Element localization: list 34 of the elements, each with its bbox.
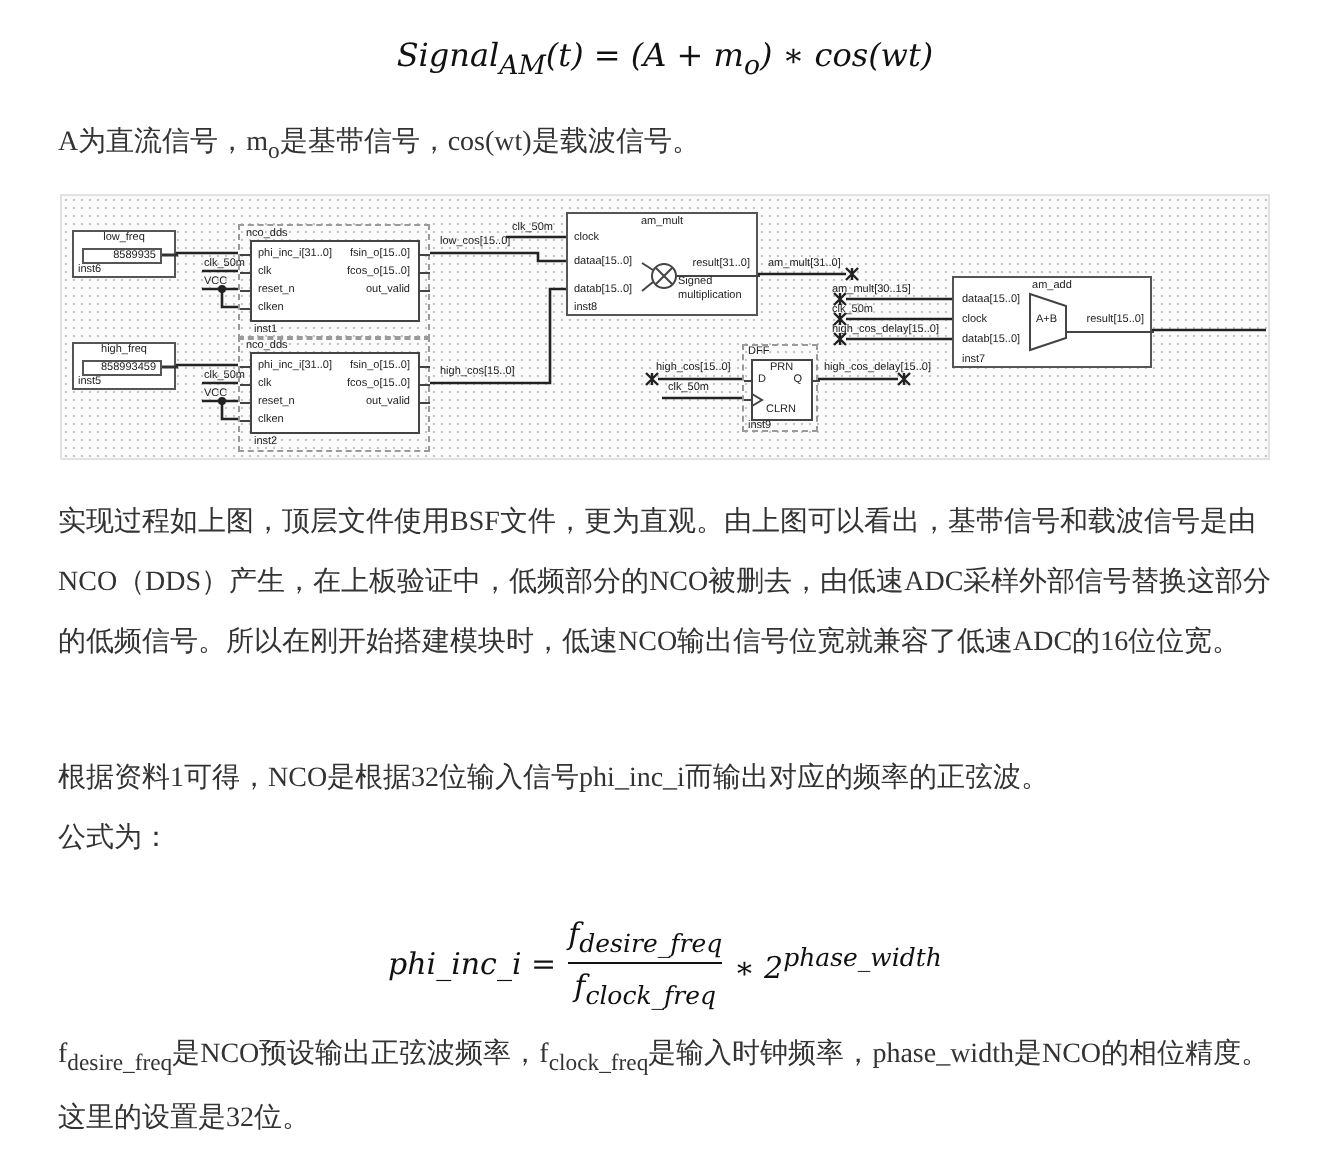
flip-flop-block [742, 344, 818, 432]
formula: phi_inc_i = [388, 945, 557, 981]
paragraph: 公式为： [58, 821, 172, 858]
wire [1152, 328, 1266, 332]
paragraph: 实现过程如上图，顶层文件使用BSF文件，更为直观。由上图可以看出，基带信号和载波信号是由NCO（DDS）产生，在上板验证中，低频部分的NCO被删去，由低速ADC采样外部信号替换这部分的低频信号。所以在刚开始搭建模块时，低速NCO输出信号位宽就兼容了低速ADC的16位位宽。 [58, 504, 1274, 662]
wire [506, 235, 566, 239]
formula: Signal$_{AM}$(t) = (A + m$_{o}$) ∗ cos(wt) [394, 36, 936, 83]
wire [846, 297, 952, 301]
wire [176, 363, 238, 367]
wire [218, 285, 238, 309]
wire [176, 251, 238, 255]
wire [430, 251, 566, 263]
wire [662, 396, 742, 400]
paragraph: 根据资料1可得，NCO是根据32位输入信号phi_inc_i而输出对应的频率的正弦波。 [58, 760, 1051, 798]
wire [846, 337, 952, 341]
multiplier-block [566, 212, 758, 316]
wire [846, 317, 952, 321]
wire [658, 377, 742, 381]
fraction-denominator: f$_{clock_freq}$ [574, 968, 717, 1010]
adder-block [952, 276, 1152, 368]
paragraph: f$_{desire_freq}$是NCO预设输出正弦波频率，f$_{clock_freq}$是输入时钟频率，phase_width是NCO的相位精度。这里的设置是32位。 [58, 1036, 1272, 1138]
paragraph: A为直流信号，m$_{o}$是基带信号，cos(wt)是载波信号。 [58, 124, 702, 168]
wire [202, 269, 238, 273]
wire [218, 397, 238, 421]
wire [202, 399, 238, 403]
constant-block [72, 229, 176, 277]
wire [430, 287, 566, 385]
fraction-numerator: f$_{desire_freq}$ [568, 916, 723, 958]
wire [818, 377, 898, 381]
wire [758, 272, 846, 276]
wire [202, 381, 238, 385]
constant-block [72, 341, 176, 389]
wire [202, 287, 238, 291]
formula: ∗ 2$^{phase_width}$ [734, 941, 942, 985]
